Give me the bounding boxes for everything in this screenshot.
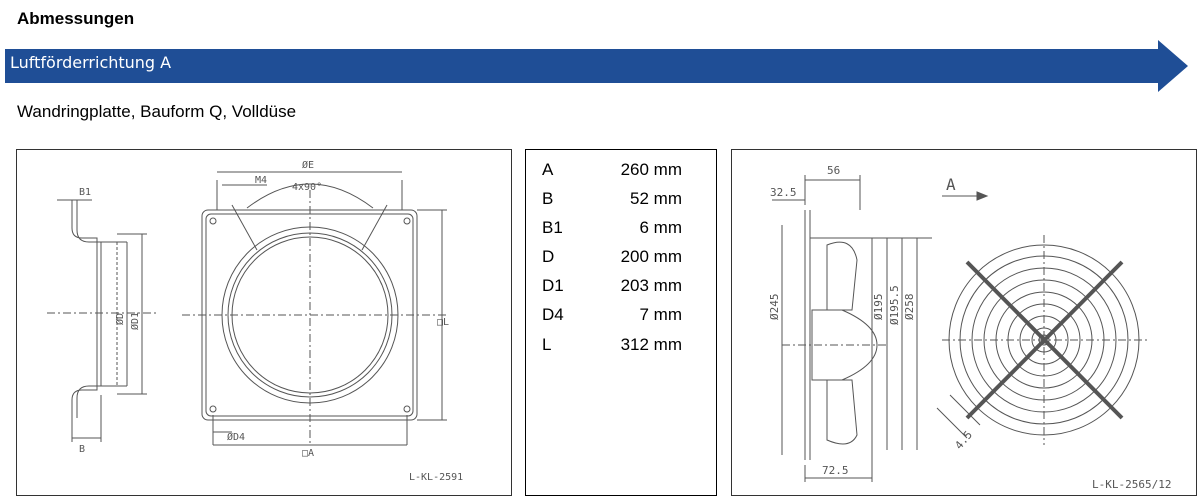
label-d258: Ø258 xyxy=(903,294,916,321)
banner-label: Luftförderrichtung A xyxy=(10,53,172,72)
front-plate xyxy=(182,171,447,446)
dimension-value: 312 mm xyxy=(620,335,682,354)
label-b: B xyxy=(79,444,85,455)
dimension-value: 203 mm xyxy=(620,276,682,295)
label-4-5: 4.5 xyxy=(952,428,975,452)
label-d245: Ø245 xyxy=(768,294,781,321)
drawing-code-left: L-KL-2591 xyxy=(409,472,463,483)
label-de: ØE xyxy=(302,159,314,171)
label-l: □L xyxy=(437,317,449,328)
label-32-5: 32.5 xyxy=(770,186,797,199)
dimension-key: A xyxy=(542,160,554,179)
label-m4: M4 xyxy=(255,175,267,186)
dimensions-table: A 260 mm B 52 mm B1 6 mm D 200 mm D1 203… xyxy=(525,149,717,496)
label-d195-5: Ø195.5 xyxy=(888,285,901,325)
label-d195: Ø195 xyxy=(872,294,885,321)
dimension-value: 200 mm xyxy=(620,247,682,266)
fan-drawing: 56 32.5 A Ø245 Ø195 Ø195.5 Ø258 72.5 4.5… xyxy=(731,149,1197,496)
direction-banner xyxy=(5,40,1188,92)
dimension-key: D1 xyxy=(542,276,564,295)
dimension-row: D1 203 mm xyxy=(542,276,702,304)
dimension-row: B1 6 mm xyxy=(542,218,702,246)
label-56: 56 xyxy=(827,164,840,177)
label-a: □A xyxy=(302,448,314,459)
label-d4: ØD4 xyxy=(227,431,245,443)
label-d1: ØD1 xyxy=(129,312,141,330)
dimension-key: L xyxy=(542,335,552,354)
label-b1: B1 xyxy=(79,187,91,198)
fan-grille-front xyxy=(936,191,1147,445)
subtitle: Wandringplatte, Bauform Q, Volldüse xyxy=(17,102,297,121)
side-profile xyxy=(47,199,157,442)
label-72-5: 72.5 xyxy=(822,464,849,477)
dimension-key: B xyxy=(542,189,554,208)
label-d: ØD xyxy=(114,313,126,325)
banner-arrow-shape xyxy=(5,40,1188,92)
dimension-value: 260 mm xyxy=(620,160,682,179)
dimension-row: B 52 mm xyxy=(542,189,702,217)
front-view-drawing: B1 M4 4x90° ØE ØD ØD1 B ØD4 □A □L L-KL-2… xyxy=(16,149,512,496)
dimension-key: B1 xyxy=(542,218,563,237)
dimension-value: 7 mm xyxy=(639,305,683,324)
dimension-row: D4 7 mm xyxy=(542,305,702,333)
label-angle: 4x90° xyxy=(292,182,322,193)
dimension-value: 52 mm xyxy=(630,189,682,208)
dimension-row: D 200 mm xyxy=(542,247,702,275)
section-title: Abmessungen xyxy=(17,9,135,28)
dimension-key: D xyxy=(542,247,555,266)
drawing-code-right: L-KL-2565/12 xyxy=(1092,478,1171,491)
fan-side-view xyxy=(772,175,932,482)
dimension-row: A 260 mm xyxy=(542,160,702,188)
dimension-value: 6 mm xyxy=(639,218,683,237)
dimension-row: L 312 mm xyxy=(542,335,702,363)
label-arrow-a: A xyxy=(946,175,956,194)
dimension-key: D4 xyxy=(542,305,564,324)
